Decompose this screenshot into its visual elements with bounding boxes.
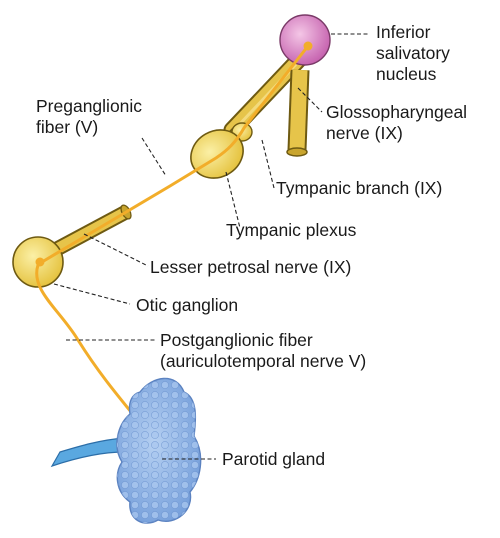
parotid-gland-label: Parotid gland xyxy=(222,449,326,469)
inferior-salivatory-nucleus-label: Inferior salivatory nucleus xyxy=(376,22,450,85)
parotid-duct xyxy=(50,437,125,468)
tympanic-branch-label: Tympanic branch (IX) xyxy=(276,178,443,198)
leader-tympanic-branch xyxy=(261,139,275,189)
tympanic-plexus-label: Tympanic plexus xyxy=(226,220,357,240)
nucleus-label-line1: Inferior xyxy=(376,22,431,42)
glossopharyngeal-label-line1: Glossopharyngeal xyxy=(326,102,468,122)
lesser-petrosal-nerve xyxy=(51,204,132,257)
preganglionic-label-line2: fiber (V) xyxy=(36,117,99,137)
preganglionic-fiber-line xyxy=(40,44,310,264)
postganglionic-label-line2: (auriculotemporal nerve V) xyxy=(160,351,367,371)
postganglionic-fiber-label: Postganglionic fiber (auriculotemporal n… xyxy=(160,330,366,372)
leader-glossopharyngeal xyxy=(297,87,323,113)
glossopharyngeal-label-line2: nerve (IX) xyxy=(326,123,403,143)
glossopharyngeal-nerve-label: Glossopharyngeal nerve (IX) xyxy=(326,102,467,144)
parotid-gland-shape xyxy=(116,377,202,524)
postganglionic-label-line1: Postganglionic fiber xyxy=(160,330,313,350)
nucleus-label-line3: nucleus xyxy=(376,64,437,84)
inferior-salivatory-nucleus xyxy=(279,14,331,66)
preganglionic-fiber-label: Preganglionic fiber (V) xyxy=(36,96,142,138)
lesser-petrosal-nerve-label: Lesser petrosal nerve (IX) xyxy=(150,257,352,277)
leader-preganglionic xyxy=(141,137,167,177)
leader-lesser-petrosal xyxy=(83,233,149,267)
otic-ganglion-label: Otic ganglion xyxy=(136,295,239,315)
nucleus-label-line2: salivatory xyxy=(376,43,450,63)
nucleus-fiber-origin xyxy=(303,41,313,51)
leader-otic-ganglion xyxy=(53,283,131,305)
preganglionic-label-line1: Preganglionic xyxy=(36,96,143,116)
postganglionic-fiber-line xyxy=(35,263,138,420)
leader-tympanic-plexus xyxy=(225,171,241,229)
